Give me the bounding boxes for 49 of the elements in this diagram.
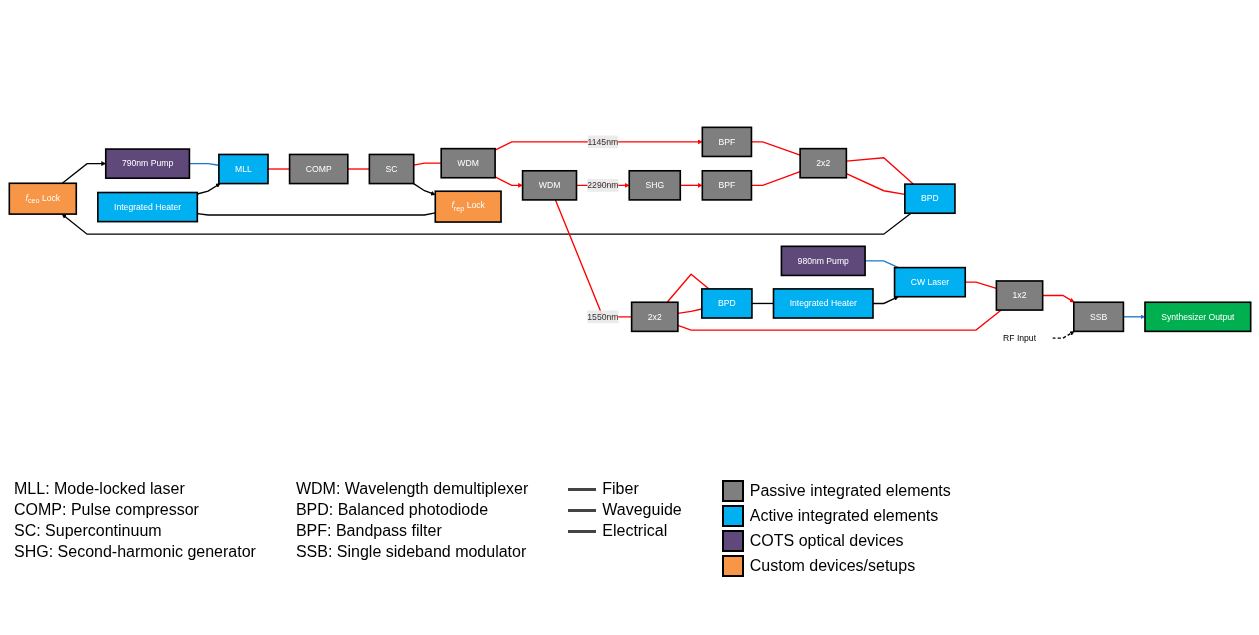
node-box: CW Laser	[893, 266, 966, 298]
arrow	[412, 182, 435, 196]
node-box: MLL	[217, 153, 269, 185]
node-box: Integrated Heater	[96, 191, 198, 223]
node-box: Synthesizer Output	[1143, 301, 1251, 333]
legend-label: COTS optical devices	[749, 532, 904, 550]
abbreviation-note: SSB: Single sideband modulator	[295, 543, 528, 561]
node-text: RF Input	[1002, 333, 1036, 343]
arrow	[61, 212, 912, 235]
abbreviation-note: SC: Supercontinuum	[14, 522, 163, 540]
arrow	[493, 176, 523, 188]
abbreviation-note: BPD: Balanced photodiode	[295, 501, 490, 519]
arrow	[1122, 314, 1145, 320]
arrow	[61, 161, 106, 184]
node-box: SC	[368, 153, 414, 185]
node-box: f$_{rep}$ Lock	[433, 190, 502, 223]
legend-label: Fiber	[602, 480, 639, 498]
arrow	[196, 183, 220, 195]
node-box: 1x2	[995, 280, 1043, 311]
node-box: BPF	[701, 170, 752, 201]
legend-label: Electrical	[602, 522, 668, 540]
node-box: SSB	[1072, 301, 1124, 333]
abbreviation-note: WDM: Wavelength demultiplexer	[295, 480, 529, 498]
edge-label: 2290nm	[586, 180, 618, 190]
node-box: BPD	[700, 288, 753, 319]
abbreviation-note: SHG: Second-harmonic generator	[14, 543, 256, 561]
legend-label: Custom devices/setups	[749, 557, 916, 575]
node-box: 2x2	[798, 147, 847, 179]
arrow	[1051, 331, 1074, 339]
legend-label: Passive integrated elements	[749, 482, 951, 500]
node-box: BPD	[903, 183, 956, 215]
legend-label: Active integrated elements	[749, 507, 939, 525]
abbreviation-note: COMP: Pulse compressor	[14, 501, 200, 519]
node-box: f$_{ceo}$ Lock	[8, 182, 77, 215]
node-box: Integrated Heater	[772, 288, 874, 319]
node-box: BPF	[701, 126, 752, 158]
node-box: 980nm Pump	[780, 245, 866, 277]
node-box: WDM	[521, 170, 577, 201]
legend-label: Waveguide	[602, 501, 682, 519]
node-box: COMP	[288, 153, 349, 185]
node-box: WDM	[439, 147, 496, 179]
edge-label: 1550nm	[586, 311, 618, 322]
node-box: 790nm Pump	[104, 148, 190, 179]
edge-label: 1145nm	[587, 137, 618, 147]
abbreviation-note: BPF: Bandpass filter	[295, 522, 443, 540]
connector	[845, 157, 914, 185]
node-box: 2x2	[630, 301, 679, 333]
node-box: SHG	[627, 170, 681, 201]
abbreviation-note: MLL: Mode-locked laser	[14, 480, 186, 498]
